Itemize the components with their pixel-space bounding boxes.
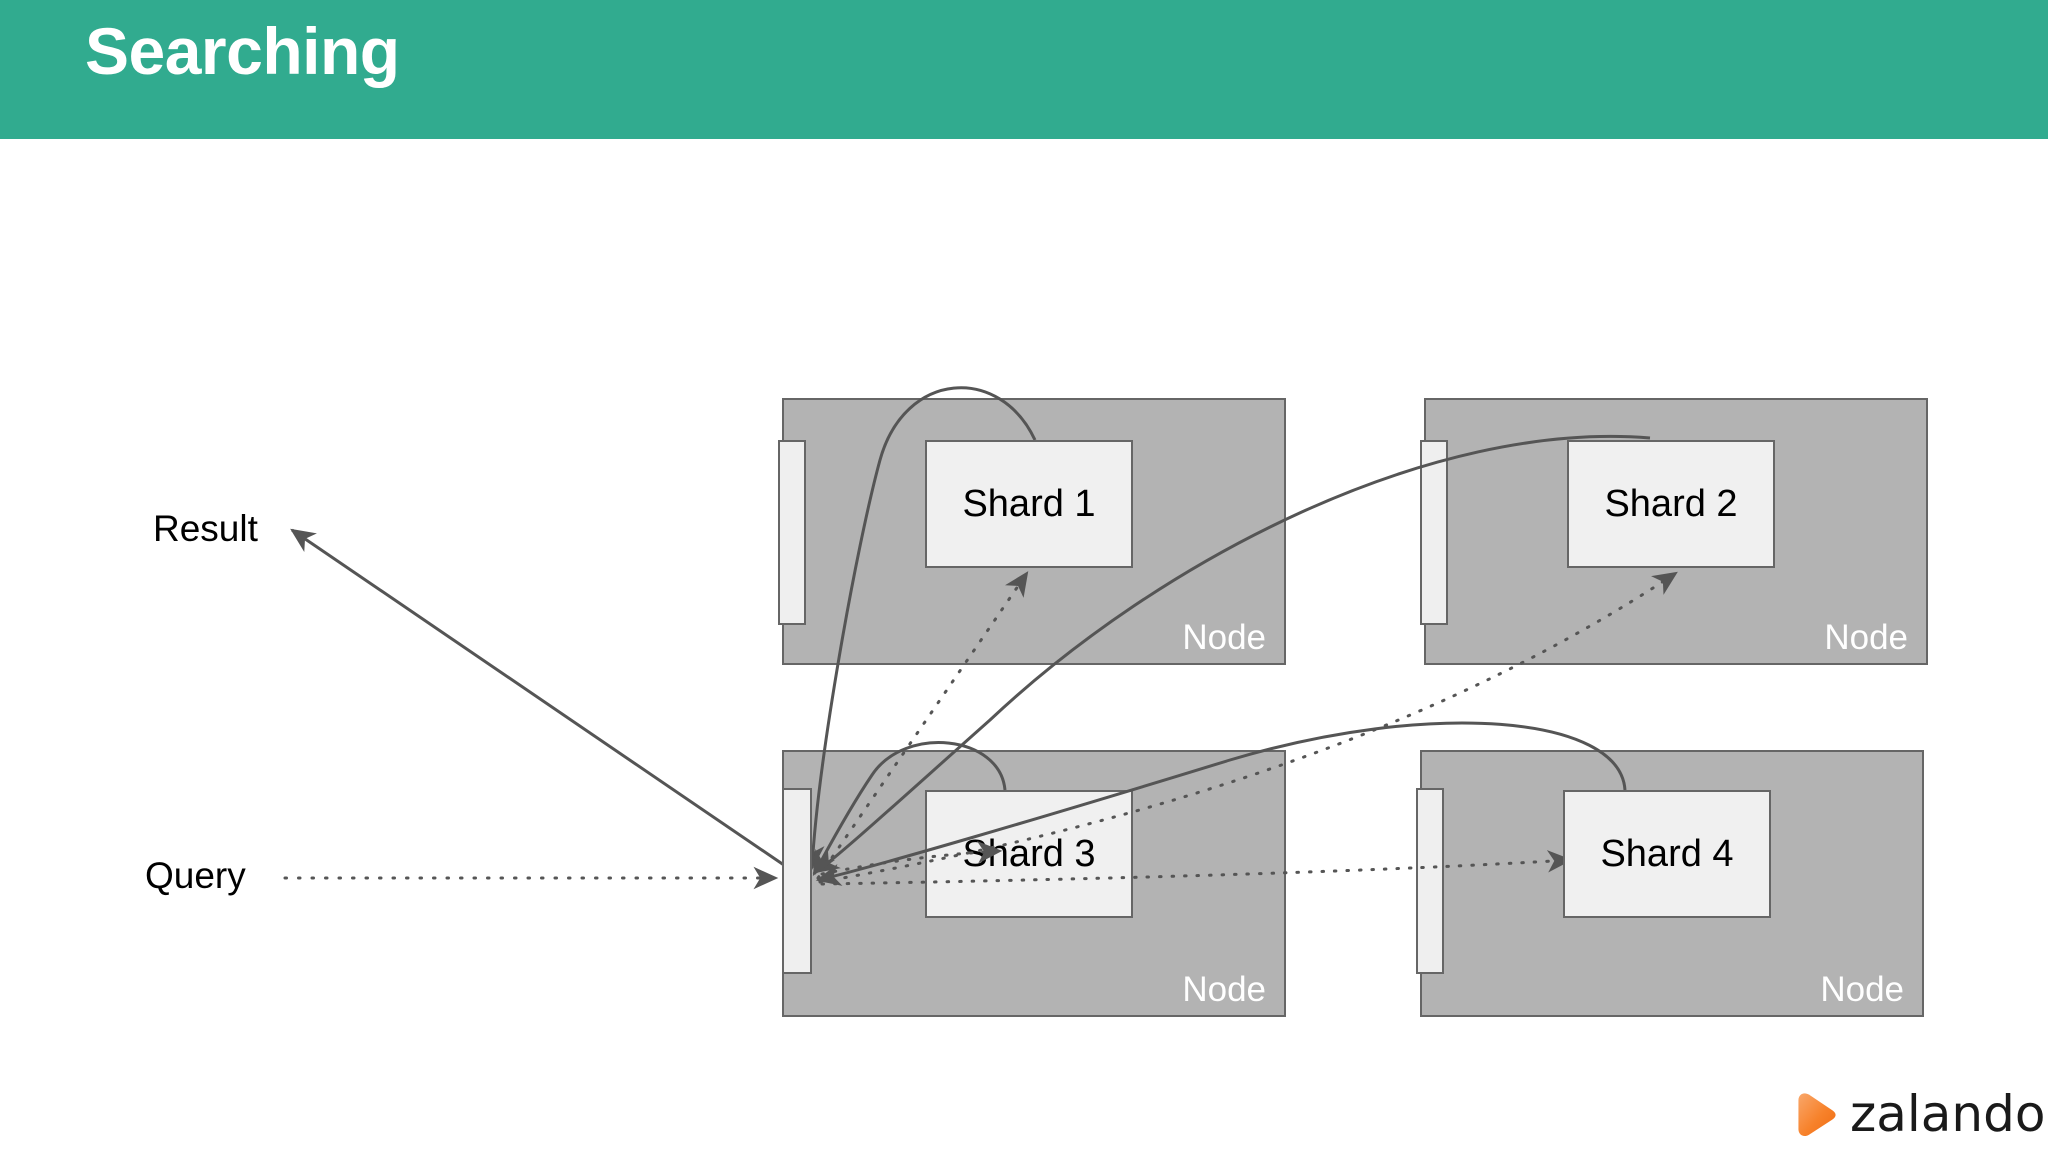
shard-box-3[interactable]: Shard 3 — [925, 790, 1133, 918]
slide-header-bar — [0, 0, 2048, 139]
node-label-2: Node — [1824, 618, 1908, 657]
shard-label-4: Shard 4 — [1600, 832, 1734, 875]
node-label-3: Node — [1182, 970, 1266, 1009]
zalando-play-mark — [1798, 1093, 1836, 1137]
shard-label-2: Shard 2 — [1604, 482, 1738, 525]
edge-coordinator-to-result — [290, 528, 801, 878]
page-title: Searching — [85, 14, 400, 88]
node-router-bar-4[interactable] — [1416, 788, 1444, 974]
result-label: Result — [153, 508, 258, 549]
node-router-bar-2[interactable] — [1420, 440, 1448, 625]
shard-box-4[interactable]: Shard 4 — [1563, 790, 1771, 918]
zalando-wordmark: zalando — [1850, 1085, 2046, 1143]
shard-label-3: Shard 3 — [962, 832, 1096, 875]
node-label-1: Node — [1182, 618, 1266, 657]
zalando-logo: zalando — [1792, 1086, 2045, 1142]
node-router-bar-1[interactable] — [778, 440, 806, 625]
shard-box-2[interactable]: Shard 2 — [1567, 440, 1775, 568]
node-label-4: Node — [1820, 970, 1904, 1009]
shard-box-1[interactable]: Shard 1 — [925, 440, 1133, 568]
query-label: Query — [145, 855, 246, 896]
shard-label-1: Shard 1 — [962, 482, 1096, 525]
coordinator-router-bar[interactable] — [782, 788, 812, 974]
